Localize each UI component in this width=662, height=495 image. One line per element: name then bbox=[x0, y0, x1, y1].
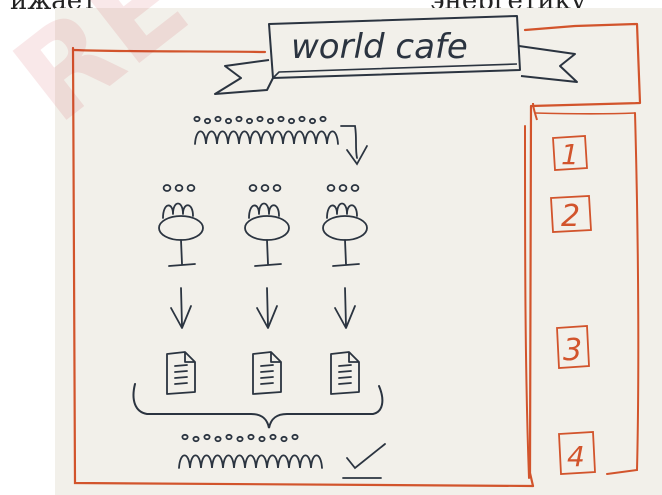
world-cafe-sketch: world cafe 1 bbox=[55, 8, 662, 495]
step-2-label: 2 bbox=[561, 199, 580, 234]
step-4-label: 4 bbox=[567, 440, 585, 473]
sketch-canvas: world cafe 1 bbox=[55, 8, 662, 495]
step-1-label: 1 bbox=[561, 138, 579, 171]
step-column-top bbox=[535, 113, 635, 114]
step-3-label: 3 bbox=[563, 333, 582, 368]
sketch-title: world cafe bbox=[291, 27, 468, 67]
